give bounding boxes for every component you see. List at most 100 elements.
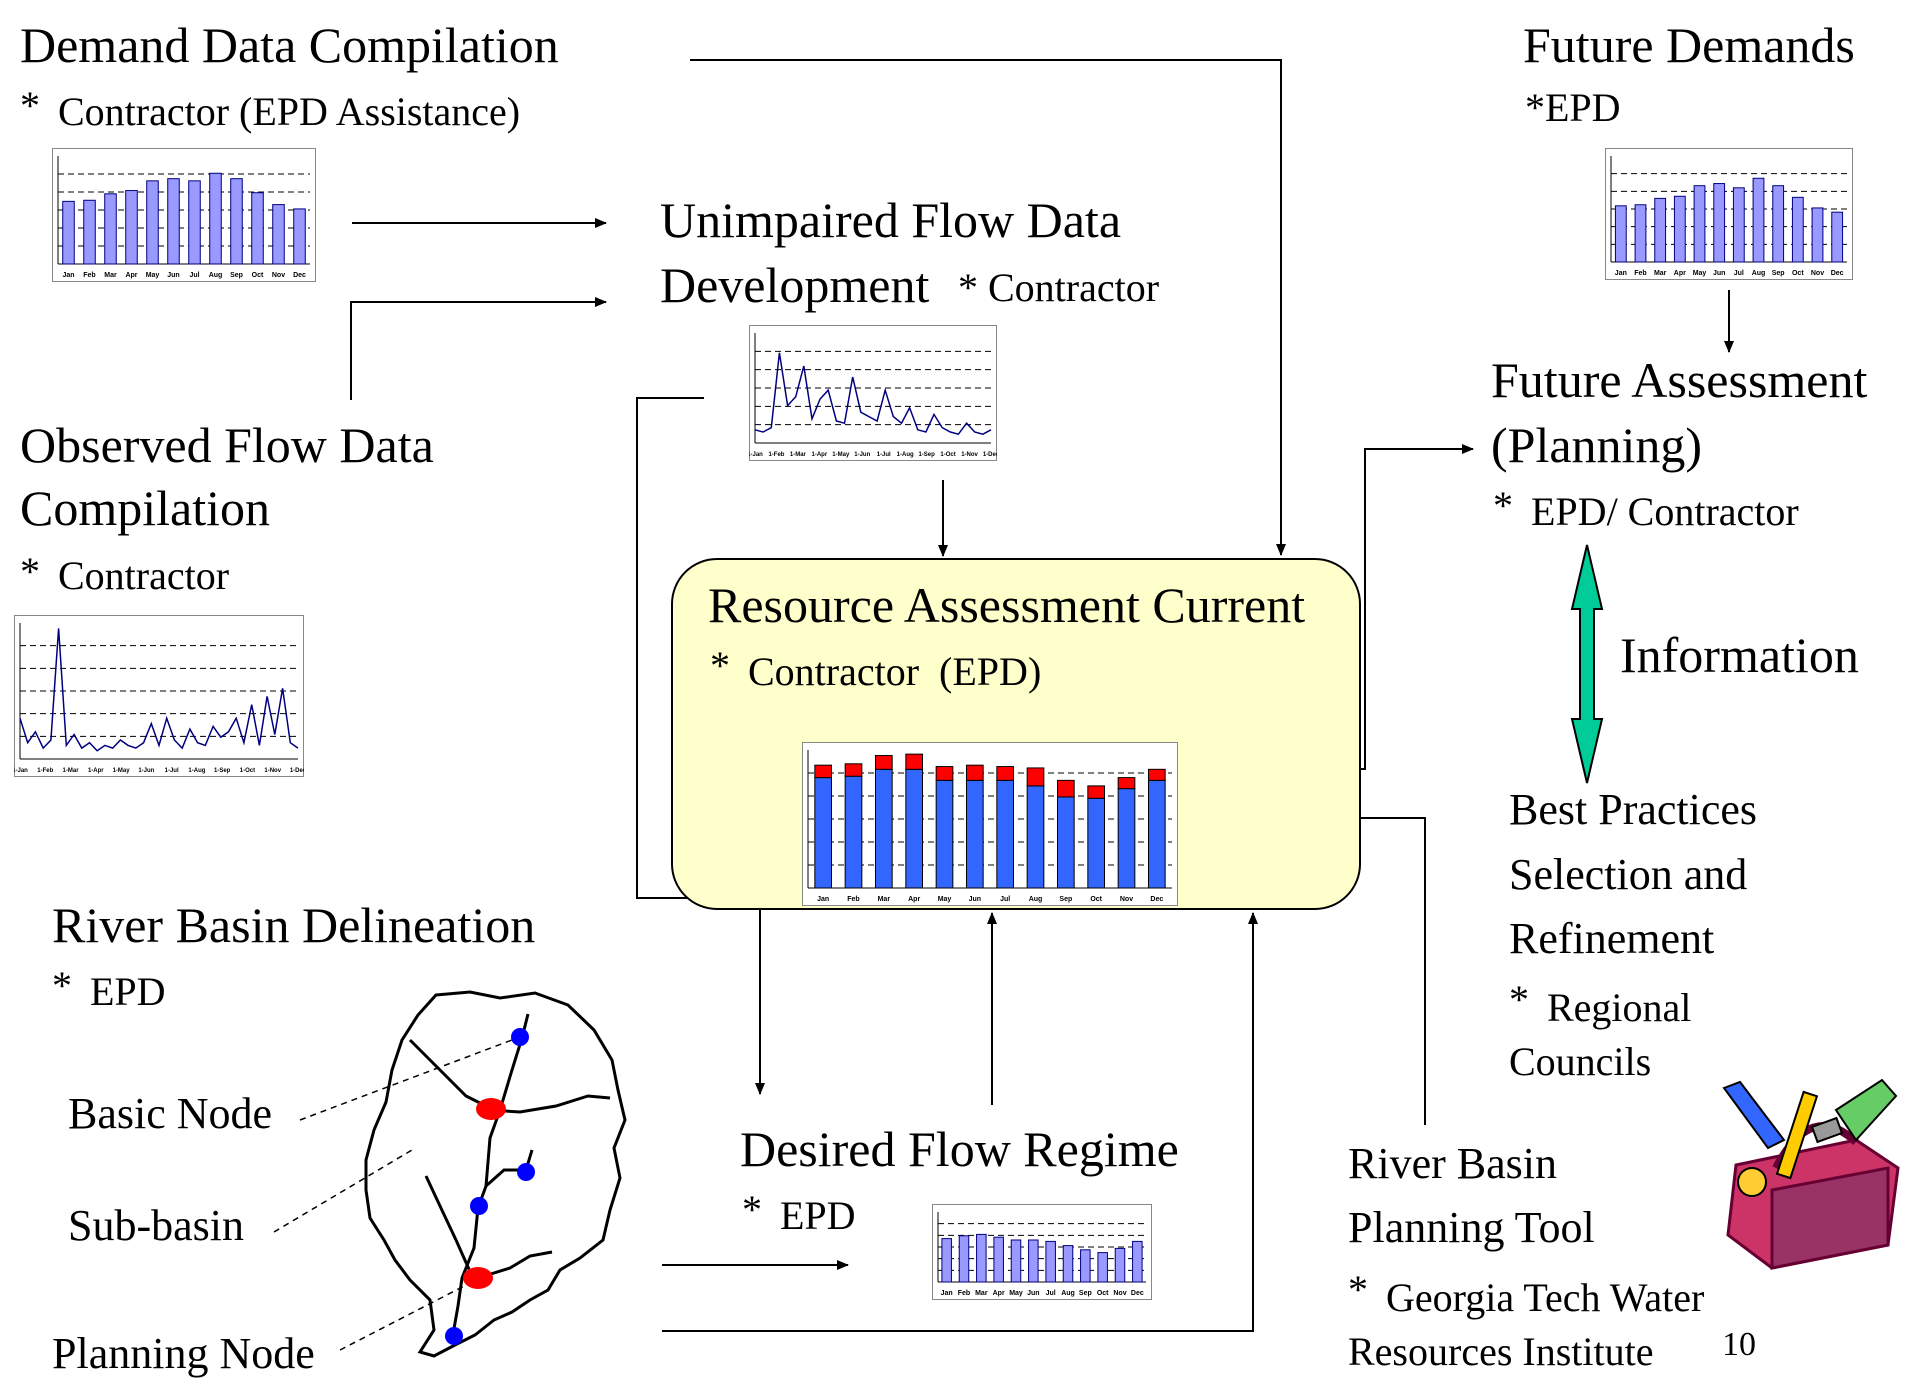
chart-bar <box>125 190 138 265</box>
chart-bar <box>1732 187 1745 263</box>
chart-bar-segment <box>1147 779 1166 889</box>
chart-bar <box>1028 1239 1039 1283</box>
chart-tick-label: May <box>1009 1290 1023 1297</box>
chart-bar-segment <box>1056 779 1075 798</box>
future-assessment-title-line1: Future Assessment <box>1491 352 1868 408</box>
chart-tick-label: 1-Mar <box>790 452 807 458</box>
future-demands-title: Future Demands <box>1523 17 1855 73</box>
chart-tick-label: Jul <box>189 272 199 279</box>
planning-tool-subtitle-line2: Resources Institute <box>1348 1329 1654 1374</box>
chart-tick-label: Jan <box>817 896 829 903</box>
chart-tick-label: Jun <box>167 272 179 279</box>
chart-tick-label: 1-Apr <box>812 452 828 458</box>
toolbox-front <box>1770 1166 1890 1270</box>
chart-tick-label: Jul <box>1000 896 1010 903</box>
chart-bar-segment <box>1147 768 1166 781</box>
chart-bar <box>188 180 201 265</box>
chart-tick-label: Mar <box>975 1290 988 1297</box>
tool-knob <box>1737 1167 1767 1197</box>
chart-tick-label: 1-Dec <box>983 452 997 458</box>
chart-tick-label: Jul <box>1734 270 1744 277</box>
chart-bar <box>1010 1239 1022 1283</box>
desired-flow-sub-star: * <box>742 1187 762 1232</box>
chart-bar <box>1654 197 1667 263</box>
chart-bar-segment <box>874 768 893 889</box>
best-practices-subtitle-line2: Councils <box>1509 1039 1652 1084</box>
chart-tick-label: Jan <box>941 1290 953 1297</box>
chart-tick-label: Jun <box>1027 1290 1039 1297</box>
chart-bar <box>1811 207 1824 263</box>
chart-bar <box>1114 1247 1126 1283</box>
best-practices-line2: Selection and <box>1509 850 1748 899</box>
river-basin-sub-star: * <box>52 963 72 1008</box>
chart-tick-label: Nov <box>1113 1290 1126 1297</box>
chart-tick-label: May <box>146 272 160 279</box>
chart-bar <box>1772 185 1785 263</box>
chart-tick-label: 1-Jul <box>165 768 179 774</box>
chart-tick-label: 1-Jun <box>854 452 870 458</box>
chart-bar <box>1673 195 1686 263</box>
chart-bar-segment <box>965 779 984 889</box>
observed-subtitle: Contractor <box>58 553 230 598</box>
screwdriver-handle <box>1722 1080 1786 1150</box>
chart-frame <box>52 148 316 282</box>
best-practices-line3: Refinement <box>1509 914 1715 963</box>
chart-tick-label: Jan <box>62 272 74 279</box>
chart-tick-label: Mar <box>104 272 117 279</box>
chart-tick-label: Feb <box>1634 270 1646 277</box>
chart-tick-label: 1-Nov <box>961 452 978 458</box>
chart-tick-label: Nov <box>272 272 285 279</box>
chart-tick-label: 1-Feb <box>37 768 53 774</box>
chart-bar <box>1062 1245 1074 1283</box>
chart-tick-label: Jan <box>1615 270 1627 277</box>
chart-frame <box>802 742 1178 906</box>
desired-flow-subtitle: EPD <box>780 1193 856 1238</box>
chart-bar <box>976 1233 987 1283</box>
chart-bar <box>293 208 306 265</box>
chart-tick-label: Mar <box>878 896 891 903</box>
chart-bar-segment <box>1026 767 1045 787</box>
chart-tick-label: Feb <box>958 1290 970 1297</box>
unimpaired-subtitle: * Contractor <box>958 265 1160 310</box>
chart-bar-segment <box>844 763 863 777</box>
chart-bar <box>1713 183 1726 263</box>
chart-bar-segment <box>965 764 984 781</box>
chart-tick-label: Dec <box>1831 270 1844 277</box>
chart-tick-label: Oct <box>1090 896 1102 903</box>
chart-bar <box>993 1236 1004 1283</box>
chart-tick-label: 1-Nov <box>264 768 281 774</box>
demand-title: Demand Data Compilation <box>20 17 559 73</box>
chart-tick-label: Sep <box>230 272 243 279</box>
best-practices-subtitle-line1: Regional <box>1547 985 1692 1030</box>
planning-node-label: Planning Node <box>52 1329 315 1378</box>
chart-bar-segment <box>844 775 863 889</box>
chart-tick-label: Dec <box>1150 896 1163 903</box>
resource-assessment-sub-star: * <box>710 643 730 688</box>
chart-bar-segment <box>996 766 1015 781</box>
arrow-unimpaired-to-desired <box>636 397 765 1095</box>
chart-tick-label: 1-Aug <box>897 452 914 458</box>
chart-bar <box>104 193 117 265</box>
chart-tick-label: 1-Feb <box>768 452 784 458</box>
chart-tick-label: Sep <box>1772 270 1785 277</box>
chart-tick-label: Nov <box>1120 896 1133 903</box>
chart-tick-label: Feb <box>83 272 95 279</box>
chart-bar <box>1614 205 1627 263</box>
chart-tick-label: Jul <box>1046 1290 1056 1297</box>
chart-frame <box>1605 148 1853 280</box>
chart-bar-segment <box>905 753 924 770</box>
toolbox-icon <box>1722 1078 1900 1270</box>
information-label: Information <box>1620 627 1859 683</box>
chart-tick-label: 1-Oct <box>940 452 955 458</box>
chart-tick-label: Oct <box>1097 1290 1109 1297</box>
unimpaired-title-line1: Unimpaired Flow Data <box>660 192 1122 248</box>
chart-tick-label: 1-Dec <box>290 768 304 774</box>
chart-bar <box>167 178 180 265</box>
wrench-shape <box>1775 1090 1819 1180</box>
chart-tick-label: 1-Sep <box>918 452 935 458</box>
chart-tick-label: Apr <box>125 272 137 279</box>
chart-tick-label: Aug <box>1061 1290 1075 1297</box>
chart-bar <box>1045 1240 1056 1283</box>
chart-bar <box>251 192 264 265</box>
